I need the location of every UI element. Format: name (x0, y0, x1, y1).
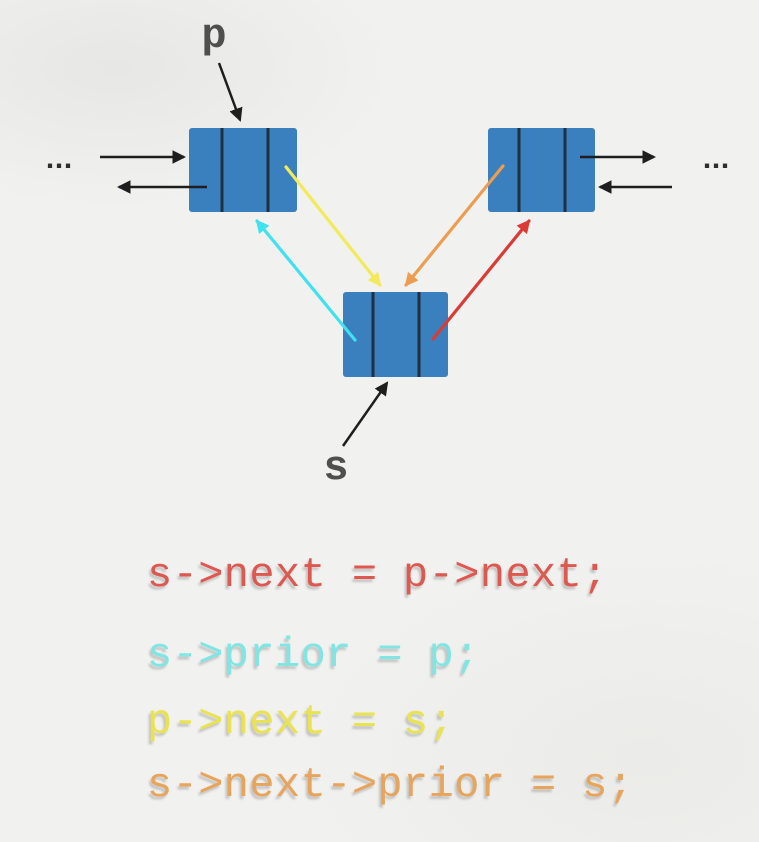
ellipsis-left: ... (41, 144, 71, 178)
next-node-box (488, 128, 595, 212)
code-line-p-next: p->next = s; (147, 698, 455, 746)
code-line-s-next-prior: s->next->prior = s; (147, 761, 634, 809)
arrow-next-node-prior-to-s (404, 164, 505, 287)
doubly-linked-list-diagram: p s ... ... (41, 12, 737, 492)
s-pointer-arrow (341, 381, 389, 447)
p-node-box (189, 128, 297, 212)
p-label: p (201, 12, 226, 60)
code-line-s-next: s->next = p->next; (147, 551, 608, 599)
s-node-box (343, 292, 448, 377)
arrow-s-prior-to-p (255, 219, 357, 342)
p-node (189, 128, 297, 212)
s-label: s (323, 444, 348, 492)
next-node (488, 128, 595, 212)
arrow-p-next-to-s (284, 165, 382, 287)
s-node (343, 292, 448, 377)
code-line-s-prior: s->prior = p; (147, 631, 480, 679)
ellipsis-right: ... (698, 144, 728, 178)
arrow-s-next-to-next-node (431, 219, 531, 341)
p-pointer-arrow (217, 62, 243, 122)
